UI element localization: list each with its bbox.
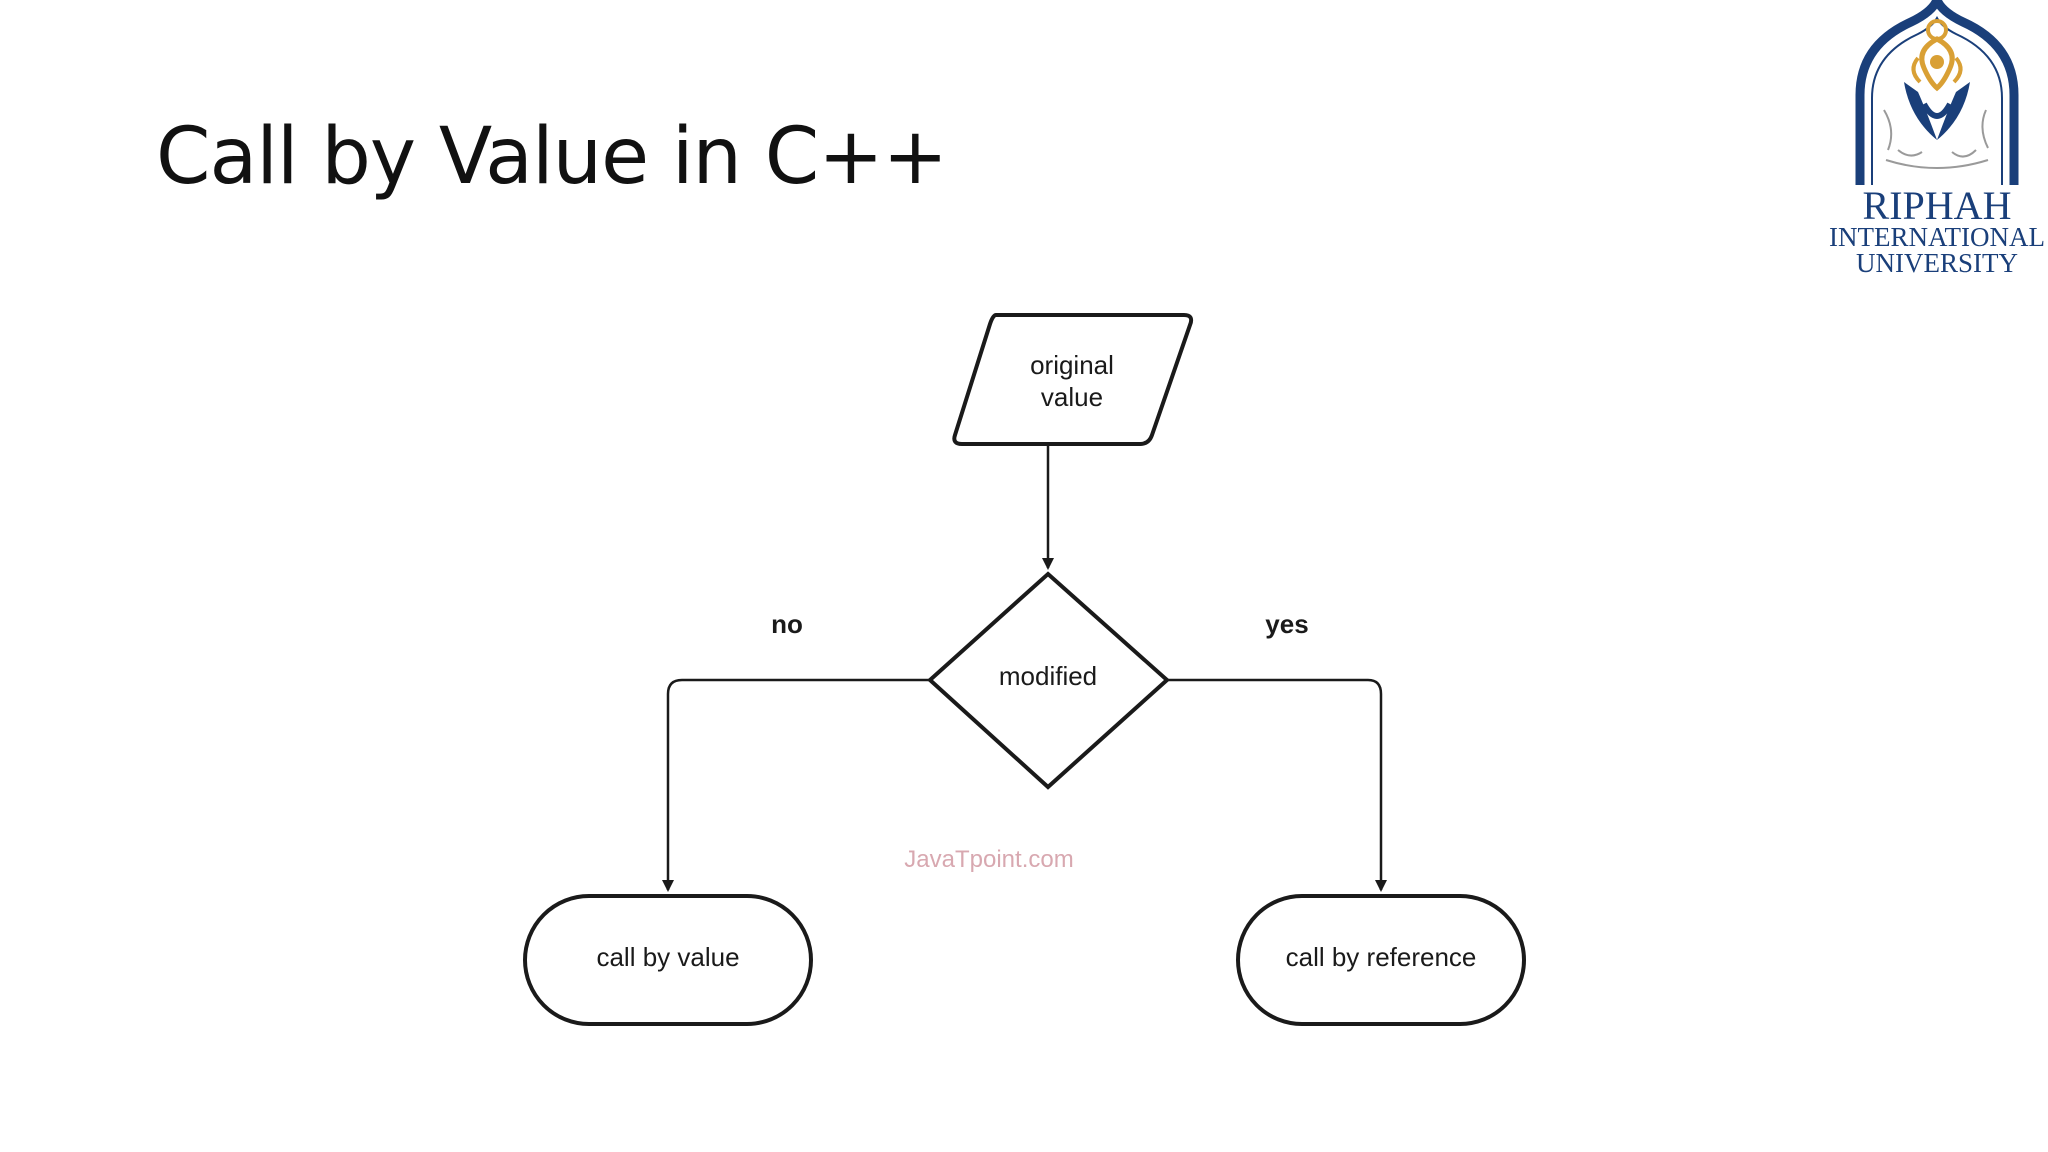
branch-no-label: no — [771, 609, 803, 639]
university-logo: RIPHAH INTERNATIONAL UNIVERSITY — [1826, 0, 2048, 280]
logo-line-university: UNIVERSITY — [1856, 248, 2018, 278]
start-node-label-line2: value — [1041, 382, 1103, 412]
start-node: original value — [952, 313, 1194, 446]
connector-yes-branch — [1167, 678, 1387, 892]
slide-title: Call by Value in C++ — [156, 112, 948, 202]
watermark-text: JavaTpoint.com — [904, 846, 1073, 873]
logo-line-international: INTERNATIONAL — [1829, 222, 2045, 252]
outcome-call-by-reference: call by reference — [1236, 894, 1526, 1026]
branch-yes-label: yes — [1265, 609, 1308, 639]
decision-node-label: modified — [999, 661, 1097, 691]
outcome-call-by-value-label: call by value — [596, 942, 739, 972]
outcome-call-by-value: call by value — [523, 894, 813, 1026]
university-crest-icon — [1855, 0, 2019, 185]
start-node-label-line1: original — [1030, 350, 1114, 380]
connector-no-branch — [662, 678, 930, 892]
logo-name: RIPHAH — [1862, 183, 2012, 228]
decision-node: modified — [927, 571, 1170, 790]
outcome-call-by-reference-label: call by reference — [1286, 942, 1477, 972]
